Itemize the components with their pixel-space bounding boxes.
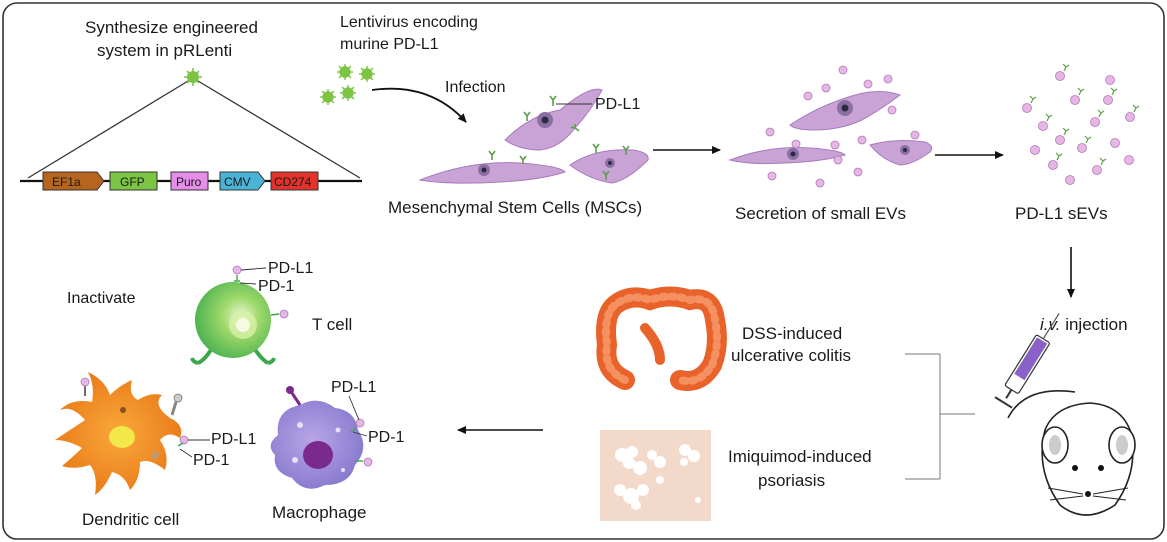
secretion-caption: Secretion of small EVs	[735, 204, 906, 223]
step1-title-line1: Synthesize engineered	[85, 18, 258, 37]
tcell-pdl1-label: PD-L1	[268, 260, 313, 277]
mac-pdl1-leader	[348, 395, 360, 421]
vector-element-gfp: GFP	[109, 171, 158, 191]
dc-pd1-leader	[179, 448, 193, 458]
dc-name: Dendritic cell	[82, 510, 179, 529]
tcell-pd1-leader	[239, 282, 257, 285]
macrophage-icon	[270, 386, 373, 489]
inactivate-label: Inactivate	[67, 290, 136, 307]
msc-pdl1-label: PD-L1	[595, 96, 640, 113]
svg-text:Puro: Puro	[176, 175, 202, 189]
syringe-icon	[994, 313, 1060, 409]
step1-title-line2: system in pRLenti	[97, 41, 232, 60]
svg-text:EF1a: EF1a	[52, 175, 81, 189]
t-cell-icon	[190, 265, 289, 365]
vector-element-cd274: CD274	[270, 171, 319, 191]
tcell-pdl1-leader	[240, 267, 267, 271]
macrophage-name: Macrophage	[272, 503, 367, 522]
psoriasis-skin-icon	[600, 430, 711, 521]
mac-pdl1-label: PD-L1	[331, 379, 376, 396]
vector-element-ef1a: EF1a	[42, 171, 105, 191]
infection-arrow	[371, 87, 467, 123]
dendritic-cell-icon	[55, 372, 189, 495]
sevs-caption: PD-L1 sEVs	[1015, 204, 1108, 223]
disease-2-line2: psoriasis	[758, 471, 825, 490]
svg-text:GFP: GFP	[120, 175, 145, 189]
pdl1-sevs-cluster	[1022, 63, 1140, 185]
disease-1-line2: ulcerative colitis	[731, 346, 851, 365]
disease-1-line1: DSS-induced	[742, 324, 842, 343]
mac-pd1-leader	[352, 431, 368, 437]
svg-text:CMV: CMV	[224, 175, 251, 189]
infection-label: Infection	[445, 79, 505, 96]
dc-pdl1-label: PD-L1	[211, 431, 256, 448]
disease-2-line1: Imiquimod-induced	[728, 447, 872, 466]
secreting-cells	[728, 91, 933, 166]
plasmid-vector: EF1a GFP Puro CMV CD274	[20, 68, 362, 191]
virus-icon	[184, 68, 202, 86]
tcell-pd1-label: PD-1	[258, 278, 295, 295]
svg-text:CD274: CD274	[274, 175, 312, 189]
tcell-name: T cell	[312, 315, 352, 334]
mac-pd1-label: PD-1	[368, 429, 405, 446]
lentivirus-particles-icon	[320, 64, 375, 105]
injection-label: i.v. injection	[1040, 315, 1128, 334]
mouse-icon	[1007, 390, 1136, 516]
vector-element-cmv: CMV	[219, 171, 266, 191]
vector-element-puro: Puro	[170, 171, 209, 191]
lentivirus-title-line1: Lentivirus encoding	[340, 14, 478, 31]
small-ev-vesicles	[765, 65, 920, 188]
disease-bracket	[905, 353, 975, 480]
dc-pd1-label: PD-1	[193, 452, 230, 469]
msc-caption: Mesenchymal Stem Cells (MSCs)	[388, 198, 642, 217]
lentivirus-title-line2: murine PD-L1	[340, 36, 439, 53]
colon-icon	[596, 286, 727, 391]
